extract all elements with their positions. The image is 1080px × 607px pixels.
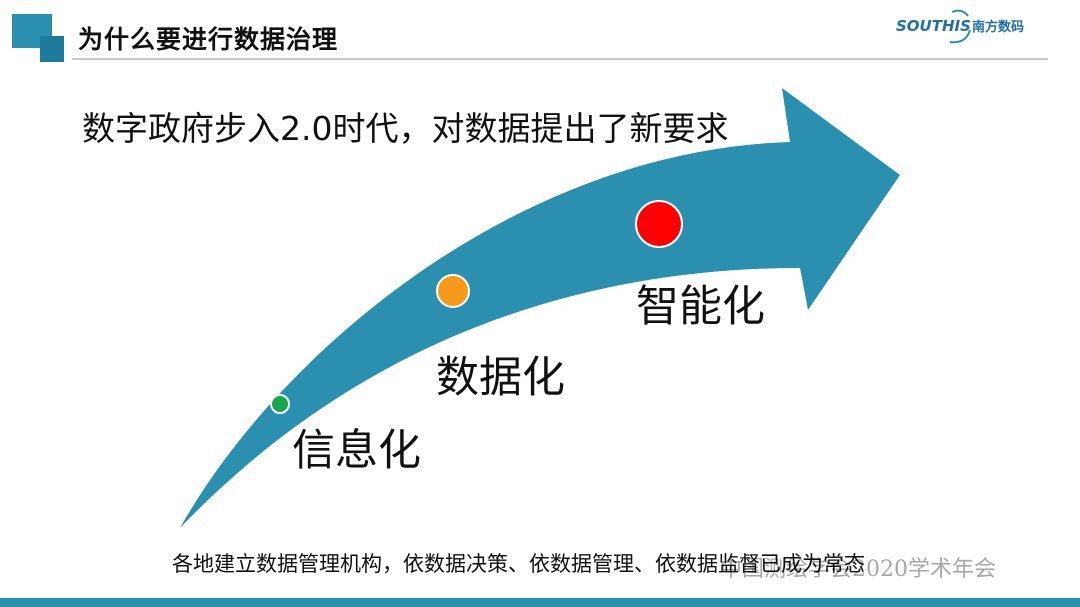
southis-logo: SOUTHIS 南方数码 [896,9,1024,44]
logo-cn-text: 南方数码 [972,19,1024,35]
decor-square-small [40,36,64,62]
stage-dot-data [436,274,470,308]
page-title: 为什么要进行数据治理 [78,25,339,54]
stage-label-data: 数据化 [436,353,565,403]
bottom-bar [0,598,1080,607]
stage-label-info: 信息化 [292,426,421,476]
stage-dot-info [270,394,290,414]
logo-text: SOUTHIS [896,17,971,35]
title-divider [72,58,1048,60]
subtitle: 数字政府步入2.0时代，对数据提出了新要求 [82,109,729,148]
growth-arrow [180,88,900,528]
footer-caption: 各地建立数据管理机构，依数据决策、依数据管理、依数据监督已成为常态 [172,552,865,576]
stage-label-ai: 智能化 [636,282,765,332]
stage-dot-ai [635,200,683,248]
watermark: 中国测绘学会2020学术年会 [720,557,996,582]
